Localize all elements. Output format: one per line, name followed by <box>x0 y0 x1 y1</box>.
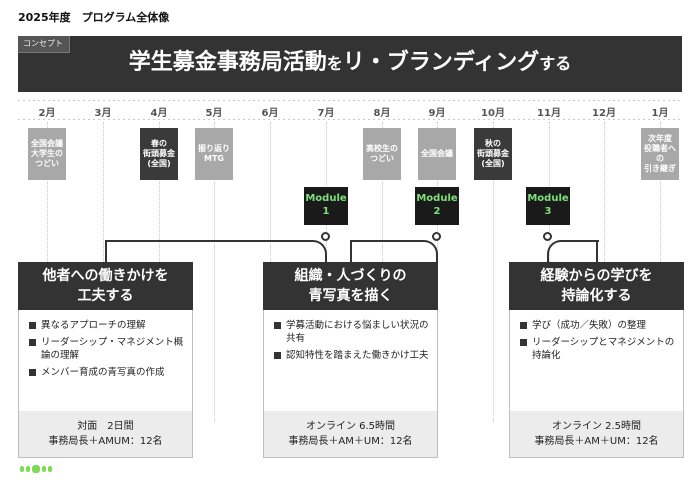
connector-node <box>543 232 552 241</box>
event-autumn-fundraising: 秋の 街頭募金 (全国) <box>474 128 512 180</box>
event-highschool-gathering: 高校生の つどい <box>363 128 401 180</box>
timeline-gridline <box>493 122 494 422</box>
module-number: 1 <box>322 206 330 217</box>
brand-logo-icon <box>20 465 52 474</box>
concept-part-3: リ・ブランディング <box>342 50 540 75</box>
event-spring-fundraising: 春の 街頭募金 (全国) <box>140 128 178 180</box>
bullet-square-icon <box>29 369 36 376</box>
bullet-square-icon <box>29 339 36 346</box>
bullet-item: リーダーシップとマネジメントの持論化 <box>520 336 678 362</box>
bullet-text: メンバー育成の青写真の作成 <box>41 367 165 378</box>
card-bullets: 学募活動における悩ましい状況の共有 認知特性を踏まえた働きかけ工夫 <box>274 319 432 366</box>
card-title: 経験からの学びを 持論化する <box>509 262 684 310</box>
bullet-item: 学募活動における悩ましい状況の共有 <box>274 319 432 345</box>
card-format: オンライン 6.5時間 <box>305 421 396 432</box>
module-1-badge: Module 1 <box>304 187 348 225</box>
bullet-text: 認知特性を踏まえた働きかけ工夫 <box>286 350 429 361</box>
event-handover: 次年度 役職者への 引き継ぎ <box>641 128 679 180</box>
connector-node <box>432 232 441 241</box>
bullet-item: 認知特性を踏まえた働きかけ工夫 <box>274 349 432 362</box>
connector-line <box>547 240 599 266</box>
bullet-text: リーダーシップとマネジメントの持論化 <box>532 337 675 361</box>
event-national-meeting-feb: 全国会議 大学生の つどい <box>28 128 66 180</box>
month-label: 8月 <box>373 108 391 119</box>
connector-line <box>105 240 107 262</box>
bullet-item: メンバー育成の青写真の作成 <box>29 366 187 379</box>
month-label: 12月 <box>592 108 616 119</box>
connector-line <box>105 240 327 266</box>
month-label: 3月 <box>94 108 112 119</box>
module-number: 2 <box>433 206 441 217</box>
page-title: 2025年度 プログラム全体像 <box>18 11 170 24</box>
connector-line <box>350 240 352 262</box>
concept-part-1: 学生募金事務局活動 <box>128 50 327 75</box>
card-footer: オンライン 6.5時間 事務局長＋AM＋UM：12名 <box>264 411 437 457</box>
timeline-band <box>18 100 682 120</box>
bullet-item: 異なるアプローチの理解 <box>29 319 187 332</box>
month-label: 10月 <box>481 108 505 119</box>
month-label: 1月 <box>651 108 669 119</box>
event-national-meeting-sep: 全国会議 <box>418 128 456 180</box>
month-label: 7月 <box>317 108 335 119</box>
card-format: 対面 2日間 <box>77 421 134 432</box>
card-footer: オンライン 2.5時間 事務局長＋AM＋UM：12名 <box>510 411 683 457</box>
bullet-item: リーダーシップ・マネジメント概論の理解 <box>29 336 187 362</box>
card-bullets: 異なるアプローチの理解 リーダーシップ・マネジメント概論の理解 メンバー育成の青… <box>29 319 187 383</box>
month-label: 4月 <box>150 108 168 119</box>
event-review-mtg: 振り返り MTG <box>195 128 233 180</box>
module-3-badge: Module 3 <box>526 187 570 225</box>
bullet-square-icon <box>29 322 36 329</box>
month-label: 5月 <box>205 108 223 119</box>
bullet-text: 学募活動における悩ましい状況の共有 <box>286 320 429 344</box>
connector-line <box>596 240 598 262</box>
concept-banner <box>18 36 682 92</box>
connector-node <box>321 232 330 241</box>
module-label: Module <box>416 193 458 204</box>
month-label: 2月 <box>38 108 56 119</box>
card-title: 他者への働きかけを 工夫する <box>18 262 193 310</box>
card-participants: 事務局長＋AMUM：12名 <box>48 436 163 447</box>
logo-dot <box>48 466 52 472</box>
card-title: 組織・人づくりの 青写真を描く <box>263 262 438 310</box>
card-format: オンライン 2.5時間 <box>551 421 642 432</box>
concept-tag: コンセプト <box>18 36 70 53</box>
bullet-square-icon <box>520 322 527 329</box>
concept-part-4: する <box>539 54 572 73</box>
bullet-square-icon <box>274 322 281 329</box>
module-number: 3 <box>544 206 552 217</box>
bullet-square-icon <box>274 352 281 359</box>
module-3-card: 経験からの学びを 持論化する 学び（成功／失敗）の整理 リーダーシップとマネジメ… <box>509 262 684 458</box>
module-label: Module <box>527 193 569 204</box>
timeline-gridline <box>214 122 215 422</box>
bullet-text: リーダーシップ・マネジメント概論の理解 <box>41 337 184 361</box>
bullet-item: 学び（成功／失敗）の整理 <box>520 319 678 332</box>
concept-statement: 学生募金事務局活動をリ・ブランディングする <box>18 46 682 81</box>
month-label: 6月 <box>261 108 279 119</box>
card-participants: 事務局長＋AM＋UM：12名 <box>288 436 413 447</box>
logo-dot <box>26 466 30 472</box>
logo-dot <box>42 466 46 472</box>
module-2-card: 組織・人づくりの 青写真を描く 学募活動における悩ましい状況の共有 認知特性を踏… <box>263 262 438 458</box>
module-label: Module <box>305 193 347 204</box>
month-label: 9月 <box>428 108 446 119</box>
card-bullets: 学び（成功／失敗）の整理 リーダーシップとマネジメントの持論化 <box>520 319 678 366</box>
bullet-text: 異なるアプローチの理解 <box>41 320 146 331</box>
bullet-square-icon <box>520 339 527 346</box>
connector-line <box>350 240 438 266</box>
logo-dot <box>32 465 40 473</box>
module-1-card: 他者への働きかけを 工夫する 異なるアプローチの理解 リーダーシップ・マネジメン… <box>18 262 193 458</box>
concept-part-2: を <box>326 54 343 73</box>
month-label: 11月 <box>537 108 561 119</box>
card-footer: 対面 2日間 事務局長＋AMUM：12名 <box>19 411 192 457</box>
module-2-badge: Module 2 <box>415 187 459 225</box>
logo-dot <box>20 466 24 472</box>
card-participants: 事務局長＋AM＋UM：12名 <box>534 436 659 447</box>
bullet-text: 学び（成功／失敗）の整理 <box>532 320 647 331</box>
